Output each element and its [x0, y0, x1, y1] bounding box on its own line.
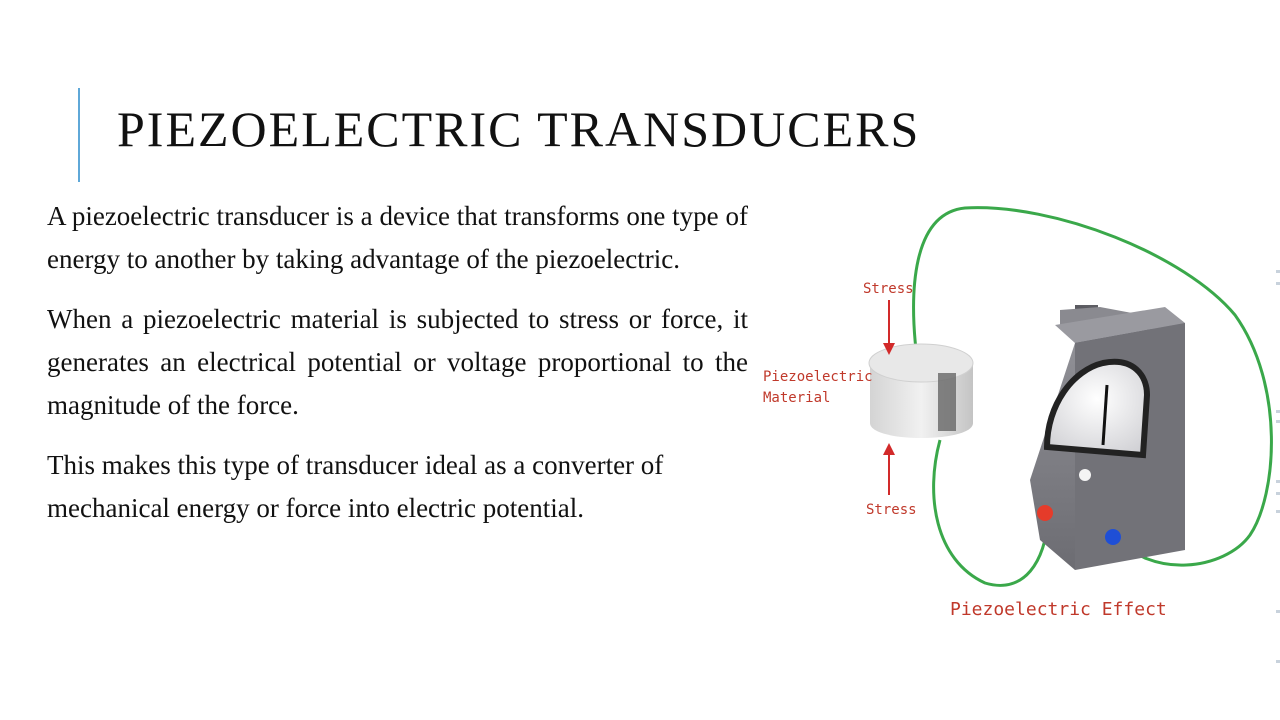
slide-edge-marks: [1274, 270, 1280, 670]
label-stress-bottom: Stress: [866, 502, 917, 518]
voltmeter: [1030, 305, 1185, 570]
figure-caption: Piezoelectric Effect: [950, 599, 1167, 620]
piezoelectric-disc: [868, 343, 974, 438]
piezoelectric-effect-diagram: Stress Stress Piezoelectric Material Pie…: [755, 195, 1280, 630]
paragraph-stress: When a piezoelectric material is subject…: [47, 304, 748, 420]
meter-needle: [1101, 384, 1109, 446]
wire-top: [912, 206, 1273, 567]
paragraph-converter: This makes this type of transducer ideal…: [47, 450, 664, 523]
terminal-positive: [1037, 505, 1053, 521]
title-accent-bar: [78, 88, 80, 182]
meter-dial: [1043, 358, 1151, 459]
wire-bottom: [932, 439, 1050, 587]
label-material-line1: Piezoelectric: [763, 369, 873, 385]
paragraph-definition: A piezoelectric transducer is a device t…: [47, 201, 748, 274]
slide-body: A piezoelectric transducer is a device t…: [47, 195, 748, 547]
terminal-negative: [1105, 529, 1121, 545]
label-material-line2: Material: [763, 390, 830, 406]
slide-title: PIEZOELECTRIC TRANSDUCERS: [117, 101, 921, 157]
label-stress-top: Stress: [863, 281, 914, 297]
